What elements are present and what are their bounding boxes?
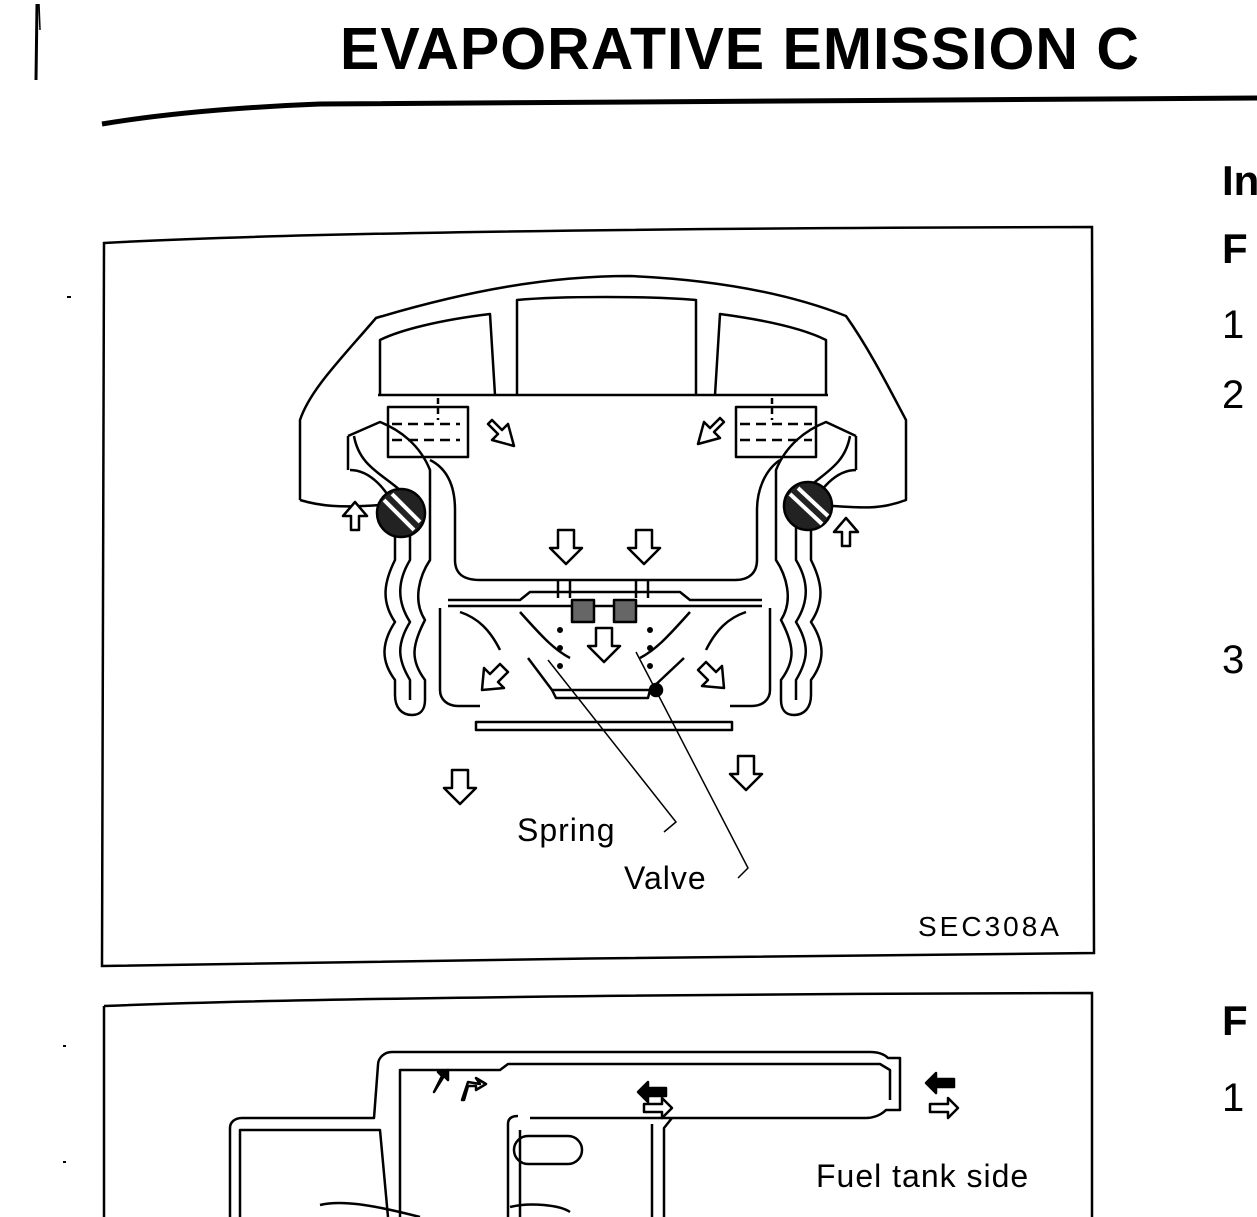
section-heading-f1: F (1222, 225, 1248, 272)
step-3: 3 (1222, 638, 1245, 682)
page-title: EVAPORATIVE EMISSION C (340, 16, 1141, 82)
label-valve: Valve (624, 860, 707, 896)
figure-code: SEC308A (918, 911, 1062, 942)
filler-cap-drawing (298, 274, 908, 732)
flow-arrows-2 (432, 1068, 960, 1120)
spring-dots (557, 627, 653, 669)
step-1: 1 (1222, 303, 1245, 347)
section-heading-inspection: In (1222, 157, 1257, 204)
valve-body-drawing (228, 1050, 902, 1217)
figure1-frame (100, 225, 1096, 968)
flow-arrows (341, 416, 860, 806)
o-ring-seals (375, 480, 834, 539)
label-fuel-tank-side: Fuel tank side (816, 1158, 1030, 1194)
section-heading-f2: F (1222, 997, 1248, 1044)
margin-marks (34, 3, 71, 1163)
step-1b: 1 (1222, 1076, 1245, 1120)
step-2: 2 (1222, 373, 1245, 417)
label-spring: Spring (517, 812, 616, 848)
